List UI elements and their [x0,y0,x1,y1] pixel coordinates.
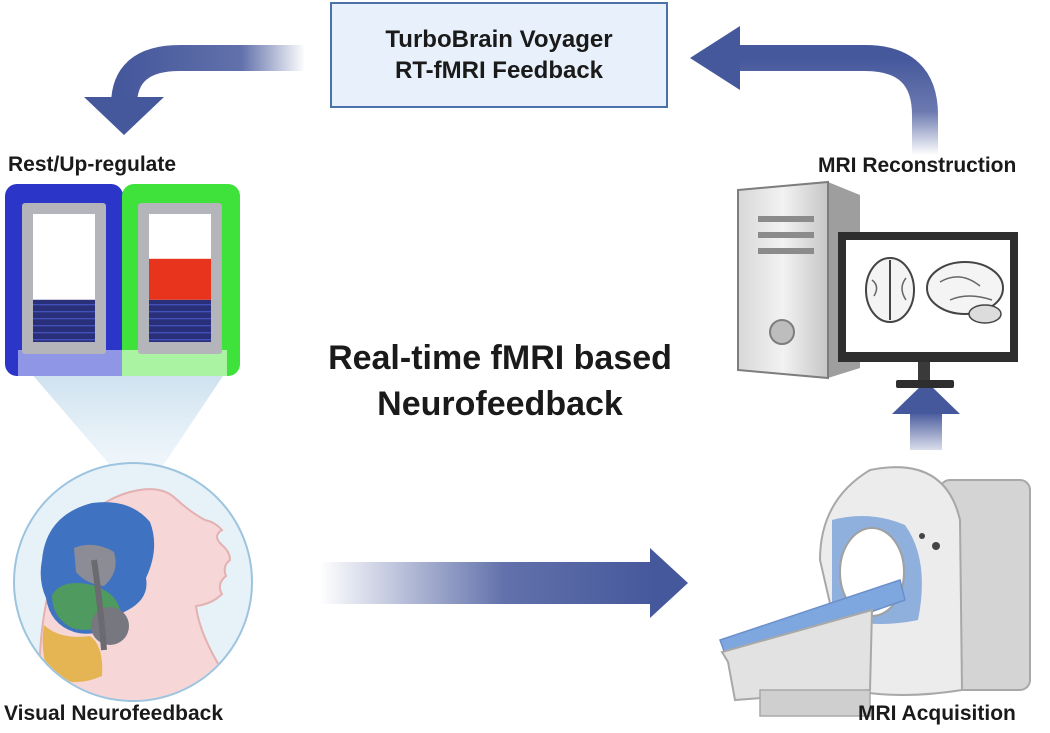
upregulate-level-bar [149,258,211,300]
arrow-to-reconstruction [910,412,942,450]
mri-scanner [719,466,1031,717]
center-title-line1: Real-time fMRI based [328,339,672,377]
upregulate-base-bar [149,299,211,342]
head-illustration [13,462,253,702]
arrow-to-acquisition-head [650,548,688,618]
rest-gauge [22,203,106,354]
visual-neurofeedback-label: Visual Neurofeedback [4,702,224,725]
rest-level-bar [33,299,95,342]
upregulate-gauge [138,203,222,354]
turbobrain-feedback-box: TurboBrain Voyager RT-fMRI Feedback [330,2,668,108]
turbobrain-subtitle: RT-fMRI Feedback [394,57,604,84]
monitor [838,232,1018,388]
upregulate-frame-light [122,350,227,376]
turbobrain-title: TurboBrain Voyager [385,25,613,53]
arrow-to-turbobrain-head [690,26,740,90]
center-title: Real-time fMRI based Neurofeedback [290,336,710,428]
rest-upregulate-label: Rest/Up-regulate [8,153,177,176]
arrow-to-reconstruction-head [892,381,960,414]
mri-reconstruction-label: MRI Reconstruction [818,154,1017,177]
arrow-to-feedback-head [84,97,164,135]
projection-beam [18,358,235,500]
rest-frame-light [18,350,123,376]
arrow-to-acquisition [320,562,655,604]
arrow-to-turbobrain [740,45,938,155]
arrow-to-feedback [111,45,305,106]
mri-acquisition-label: MRI Acquisition [858,702,1016,725]
computer-tower [737,180,860,380]
center-title-line2: Neurofeedback [377,384,623,423]
brain-side-view-icon [926,261,1004,315]
